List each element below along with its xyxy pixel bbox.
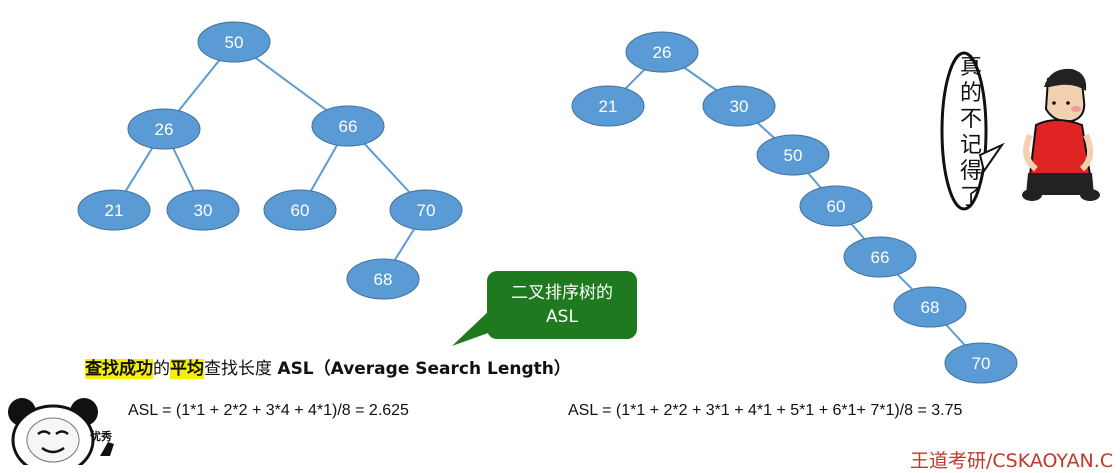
caption-length: 查找长度 — [204, 359, 278, 379]
skewed-node-shape — [944, 342, 1018, 384]
balanced-node-21: 21 — [77, 189, 151, 231]
skewed-node-30: 30 — [702, 85, 776, 127]
formula-balanced: ASL = (1*1 + 2*2 + 3*4 + 4*1)/8 = 2.625 — [128, 402, 409, 419]
skewed-node-label: 70 — [972, 354, 991, 373]
caption-success: 查找成功 — [85, 359, 153, 379]
callout-box: 二叉排序树的 ASL — [487, 271, 637, 339]
skewed-node-shape — [893, 286, 967, 328]
balanced-node-shape — [166, 189, 240, 231]
skewed-node-shape — [702, 85, 776, 127]
skewed-node-shape — [571, 85, 645, 127]
balanced-node-shape — [389, 189, 463, 231]
skewed-node-label: 26 — [653, 43, 672, 62]
skewed-node-label: 21 — [599, 97, 618, 116]
skewed-node-label: 60 — [827, 197, 846, 216]
balanced-node-label: 60 — [291, 201, 310, 220]
skewed-node-70: 70 — [944, 342, 1018, 384]
skewed-node-21: 21 — [571, 85, 645, 127]
balanced-node-shape — [311, 105, 385, 147]
balanced-node-26: 26 — [127, 108, 201, 150]
skewed-node-shape — [843, 236, 917, 278]
skewed-node-68: 68 — [893, 286, 967, 328]
balanced-node-label: 21 — [105, 201, 124, 220]
asl-caption: 查找成功的平均查找长度 ASL（Average Search Length） — [85, 354, 571, 379]
balanced-node-70: 70 — [389, 189, 463, 231]
skewed-node-50: 50 — [756, 134, 830, 176]
balanced-node-shape — [263, 189, 337, 231]
balanced-node-66: 66 — [311, 105, 385, 147]
skewed-node-66: 66 — [843, 236, 917, 278]
balanced-node-30: 30 — [166, 189, 240, 231]
caption-de: 的 — [153, 359, 170, 379]
balanced-node-shape — [346, 258, 420, 300]
meme-bubble-text: 真的不记得了 — [959, 55, 982, 210]
balanced-node-50: 50 — [197, 21, 271, 63]
balanced-node-label: 68 — [374, 270, 393, 289]
balanced-node-68: 68 — [346, 258, 420, 300]
balanced-node-label: 26 — [155, 120, 174, 139]
watermark: 王道考研/CSKAOYAN.C — [910, 450, 1114, 472]
skewed-node-60: 60 — [799, 185, 873, 227]
caption-average: 平均 — [170, 359, 204, 379]
balanced-node-shape — [77, 189, 151, 231]
callout-line2: ASL — [546, 307, 578, 327]
balanced-node-label: 70 — [417, 201, 436, 220]
skewed-node-label: 30 — [730, 97, 749, 116]
skewed-node-shape — [625, 31, 699, 73]
caption-asl: ASL（Average Search Length） — [277, 359, 571, 379]
balanced-node-label: 50 — [225, 33, 244, 52]
balanced-node-60: 60 — [263, 189, 337, 231]
skewed-node-shape — [756, 134, 830, 176]
panda-meme-image — [8, 398, 114, 465]
balanced-node-label: 66 — [339, 117, 358, 136]
skewed-node-label: 66 — [871, 248, 890, 267]
skewed-node-26: 26 — [625, 31, 699, 73]
skewed-node-label: 68 — [921, 298, 940, 317]
skewed-node-label: 50 — [784, 146, 803, 165]
panda-meme-text: 优秀 — [90, 430, 112, 443]
nodes-layer: 50 26 66 21 30 60 70 68 26 21 30 50 60 66 68 70 — [77, 21, 1018, 384]
balanced-node-shape — [197, 21, 271, 63]
balanced-node-label: 30 — [194, 201, 213, 220]
skewed-node-shape — [799, 185, 873, 227]
balanced-node-shape — [127, 108, 201, 150]
meme-character-image — [940, 51, 1100, 211]
formula-skewed: ASL = (1*1 + 2*2 + 3*1 + 4*1 + 5*1 + 6*1… — [568, 402, 963, 419]
callout-line1: 二叉排序树的 — [511, 283, 613, 303]
